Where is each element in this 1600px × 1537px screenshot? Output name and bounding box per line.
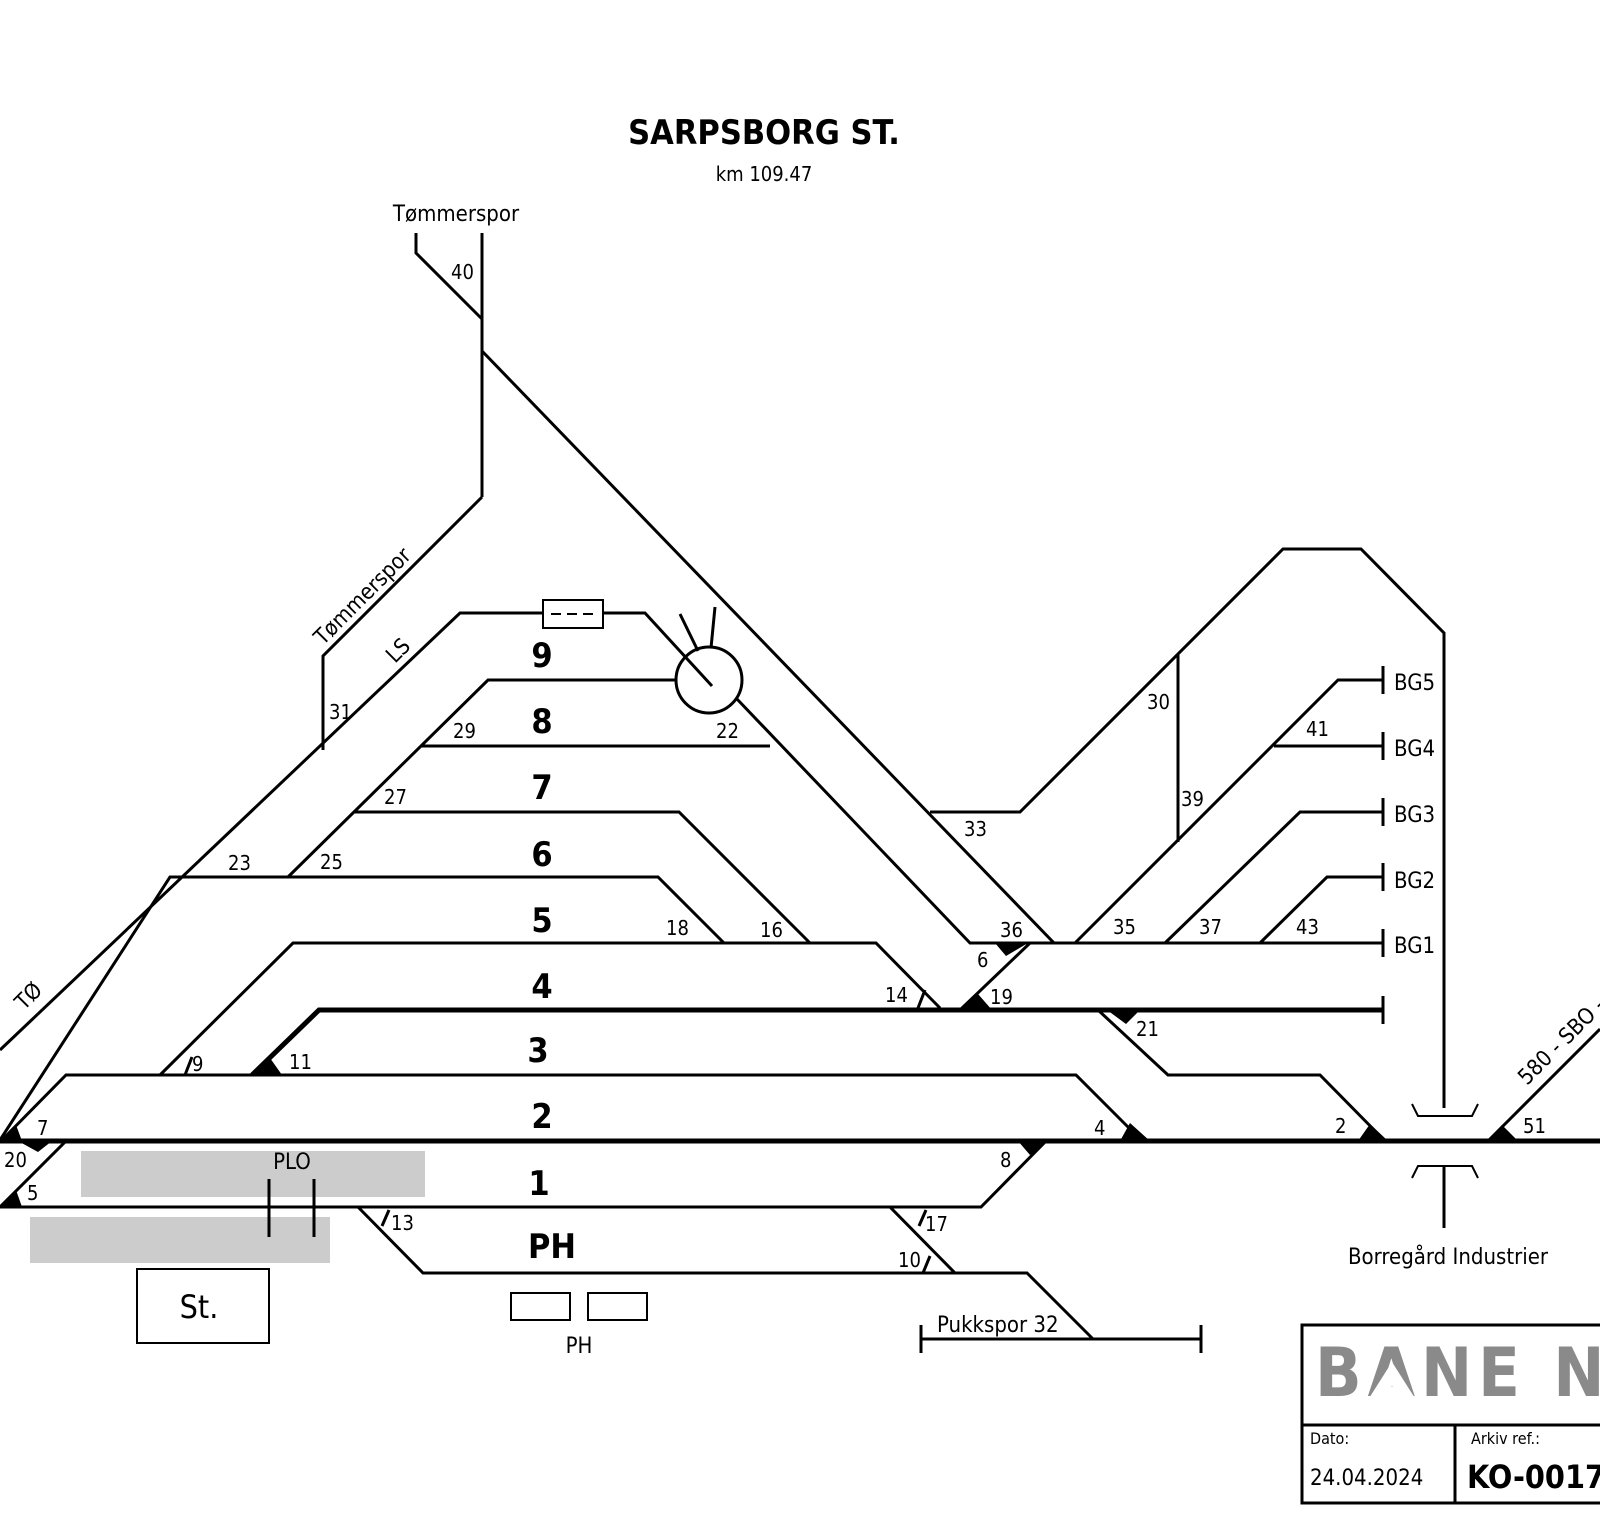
date-value: 24.04.2024 bbox=[1310, 1466, 1423, 1491]
switch-10: 10 bbox=[898, 1248, 921, 1272]
title-block: BANE N Dato: 24.04.2024 Arkiv ref.: KO-0… bbox=[1300, 1323, 1600, 1505]
switch-16: 16 bbox=[760, 918, 783, 942]
logo-mark bbox=[1359, 1362, 1425, 1414]
ph-building-right bbox=[587, 1292, 648, 1321]
tommerspor-spur bbox=[321, 233, 484, 750]
track-ph bbox=[356, 1205, 955, 1275]
archive-ref: KO-00171 bbox=[1467, 1458, 1600, 1496]
switch-7: 7 bbox=[37, 1116, 48, 1140]
track-label-9: 9 bbox=[531, 636, 552, 676]
siding-bg5 bbox=[1073, 678, 1383, 945]
label-station: St. bbox=[180, 1288, 219, 1326]
track-6 bbox=[354, 810, 812, 945]
label-bg4: BG4 bbox=[1394, 737, 1435, 762]
switch-37: 37 bbox=[1199, 915, 1222, 939]
switch-5: 5 bbox=[27, 1181, 38, 1205]
switch-21: 21 bbox=[1136, 1017, 1159, 1041]
track-3 bbox=[250, 1007, 1383, 1077]
ph-building-left bbox=[510, 1292, 571, 1321]
label-bg2: BG2 bbox=[1394, 869, 1435, 894]
siding-bg3 bbox=[1163, 810, 1383, 945]
track-4 bbox=[158, 941, 942, 1077]
track-label-5: 5 bbox=[531, 901, 552, 941]
track-label-8: 8 bbox=[531, 702, 552, 742]
bridge-upper bbox=[1411, 1103, 1479, 1117]
switch-51: 51 bbox=[1523, 1114, 1546, 1138]
track-label-6: 6 bbox=[531, 835, 552, 875]
archive-label: Arkiv ref.: bbox=[1471, 1429, 1540, 1448]
switch-20: 20 bbox=[4, 1148, 27, 1172]
station-building bbox=[136, 1268, 270, 1344]
switch-39: 39 bbox=[1181, 787, 1204, 811]
platform-upper bbox=[81, 1151, 425, 1197]
line-580 bbox=[1486, 1027, 1600, 1143]
switch-11: 11 bbox=[289, 1050, 312, 1074]
logo-text: BANE N bbox=[1315, 1334, 1600, 1413]
label-pukkspor: Pukkspor 32 bbox=[937, 1313, 1059, 1338]
track-4-east bbox=[958, 941, 1032, 1012]
switch-36: 36 bbox=[1000, 918, 1023, 942]
crossover-17-10 bbox=[888, 1205, 1095, 1341]
track-2 bbox=[0, 1073, 1144, 1144]
switch-43: 43 bbox=[1296, 915, 1319, 939]
label-bg3: BG3 bbox=[1394, 803, 1435, 828]
label-tommerspor-top: Tømmerspor bbox=[392, 202, 520, 227]
switch-25: 25 bbox=[320, 850, 343, 874]
track-label-7: 7 bbox=[531, 768, 552, 808]
track-8-east bbox=[734, 696, 1054, 945]
switch-9: 9 bbox=[192, 1052, 203, 1076]
track-label-2: 2 bbox=[531, 1097, 552, 1137]
label-borregard: Borregård Industrier bbox=[1348, 1244, 1549, 1270]
track-2-east bbox=[1096, 1008, 1387, 1143]
label-bg5: BG5 bbox=[1394, 671, 1435, 696]
switch-2: 2 bbox=[1335, 1114, 1346, 1138]
label-plo: PLO bbox=[273, 1150, 311, 1175]
switch-17: 17 bbox=[925, 1212, 948, 1236]
switch-40: 40 bbox=[451, 260, 474, 284]
switch-31: 31 bbox=[329, 700, 352, 724]
turntable bbox=[674, 645, 744, 715]
track-label-3: 3 bbox=[527, 1031, 548, 1071]
track-label-ph: PH bbox=[528, 1227, 576, 1267]
label-ls: LS bbox=[382, 634, 416, 668]
switch-33: 33 bbox=[964, 817, 987, 841]
track-5 bbox=[0, 875, 726, 1141]
diagonal-track-north bbox=[480, 349, 1056, 945]
platform-lower bbox=[30, 1217, 330, 1263]
switch-14: 14 bbox=[885, 983, 908, 1007]
switch-18: 18 bbox=[666, 916, 689, 940]
switch-4: 4 bbox=[1094, 1116, 1105, 1140]
label-bg1: BG1 bbox=[1394, 934, 1435, 959]
switch-19: 19 bbox=[990, 985, 1013, 1009]
switch-frogs bbox=[0, 943, 1518, 1207]
siding-bg2 bbox=[1258, 875, 1383, 945]
switch-13: 13 bbox=[391, 1211, 414, 1235]
date-label: Dato: bbox=[1310, 1429, 1349, 1448]
label-ph-building: PH bbox=[566, 1334, 593, 1359]
switch-6: 6 bbox=[977, 948, 988, 972]
switch-29: 29 bbox=[453, 719, 476, 743]
switch-8: 8 bbox=[1000, 1148, 1011, 1172]
switch-numbers: 40 31 29 22 27 23 25 33 30 39 41 18 16 3… bbox=[4, 260, 1546, 1272]
station-km: km 109.47 bbox=[716, 162, 813, 186]
switch-41: 41 bbox=[1306, 717, 1329, 741]
track-label-4: 4 bbox=[531, 967, 552, 1007]
track-33 bbox=[930, 547, 1446, 1108]
switch-27: 27 bbox=[384, 785, 407, 809]
label-tommerspor-side: Tømmerspor bbox=[309, 543, 417, 651]
track-1-lower bbox=[0, 1139, 1048, 1209]
track-label-1: 1 bbox=[528, 1164, 549, 1204]
switch-30: 30 bbox=[1147, 690, 1170, 714]
switch-23: 23 bbox=[228, 851, 251, 875]
switch-22: 22 bbox=[716, 719, 739, 743]
station-title: SARPSBORG ST. bbox=[628, 113, 900, 153]
switch-35: 35 bbox=[1113, 915, 1136, 939]
